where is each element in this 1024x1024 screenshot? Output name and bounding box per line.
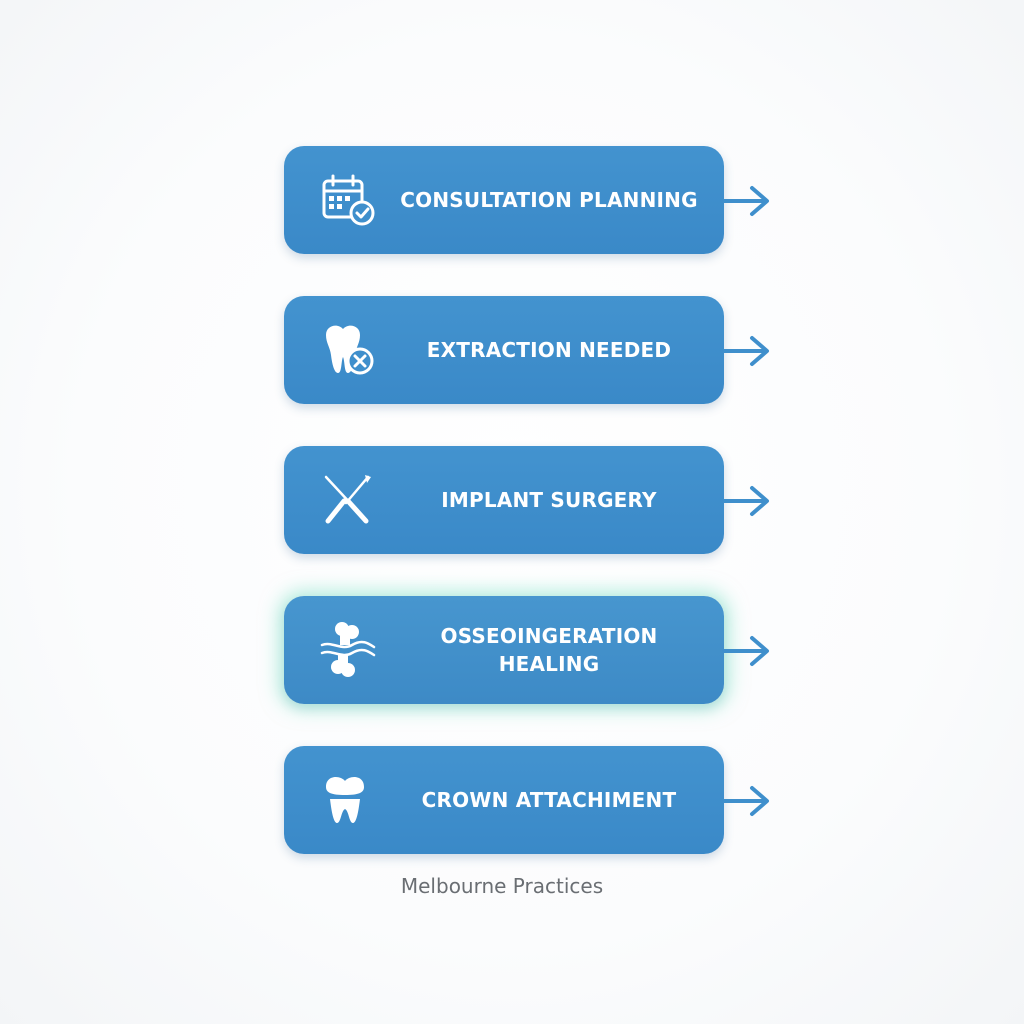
step-label: CONSULTATION PLANNING [384,146,714,254]
step-label-text: CROWN ATTACHIMENT [421,788,677,812]
tooth-extraction-icon [316,320,380,380]
step-label: CROWN ATTACHIMENT [384,746,714,854]
step-crown-attachment: CROWN ATTACHIMENT [284,746,724,854]
surgical-tools-icon [316,470,380,530]
step-label-text: CONSULTATION PLANNING [400,188,698,212]
step-label-text: IMPLANT SURGERY [441,488,657,512]
arrow-right-icon [722,186,769,216]
step-label-line2: HEALING [498,652,600,676]
step-label: OSSEOINGERATION HEALING [384,596,714,704]
step-label: EXTRACTION NEEDED [384,296,714,404]
tooth-crown-icon [316,770,380,830]
step-osseointegration-healing: OSSEOINGERATION HEALING [284,596,724,704]
step-consultation-planning: CONSULTATION PLANNING [284,146,724,254]
arrow-right-icon [722,486,769,516]
arrow-right-icon [722,786,769,816]
step-label: IMPLANT SURGERY [384,446,714,554]
footer-caption: Melbourne Practices [400,874,604,898]
step-label-text: EXTRACTION NEEDED [426,338,672,362]
arrow-right-icon [722,336,769,366]
bone-healing-icon [316,620,380,680]
step-implant-surgery: IMPLANT SURGERY [284,446,724,554]
arrow-right-icon [722,636,769,666]
step-label-line1: OSSEOINGERATION [440,624,658,648]
calendar-check-icon [316,170,380,230]
step-extraction-needed: EXTRACTION NEEDED [284,296,724,404]
